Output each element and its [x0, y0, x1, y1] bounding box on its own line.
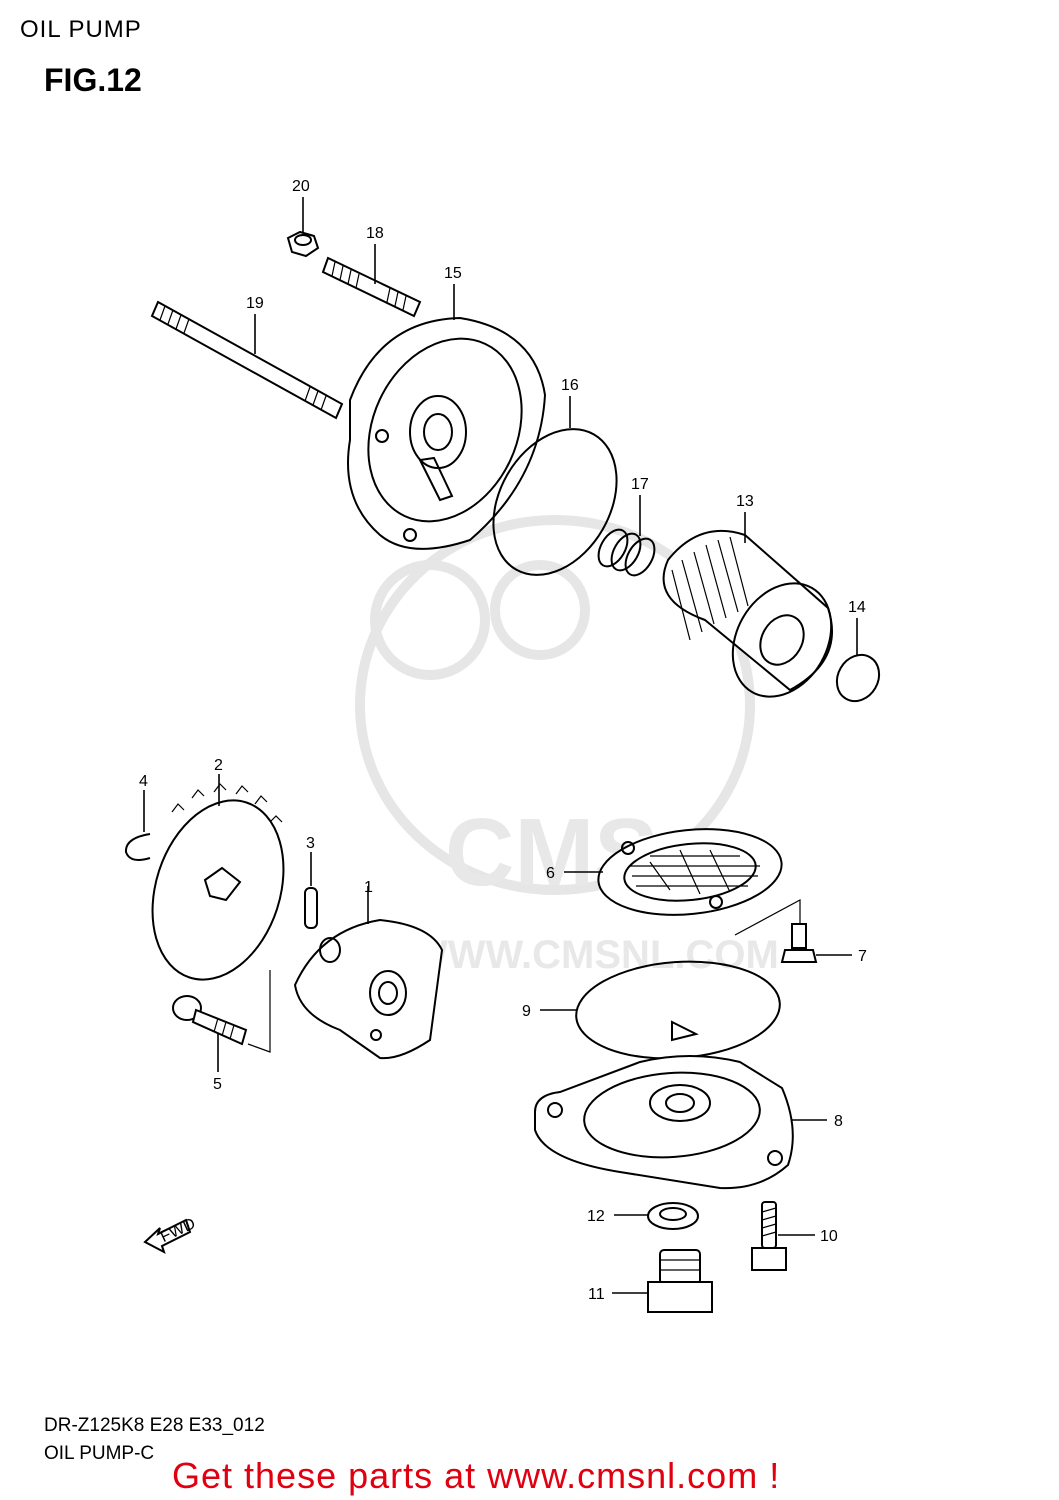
callout-11: 11 [588, 1286, 605, 1303]
part-17-spring [597, 528, 656, 577]
part-20-nut [286, 230, 320, 258]
callout-15: 15 [444, 265, 462, 282]
callout-4: 4 [139, 773, 148, 790]
callout-8: 8 [834, 1113, 843, 1130]
callout-13: 13 [736, 493, 754, 510]
diagram-name: OIL PUMP-C [44, 1443, 155, 1464]
callout-9: 9 [522, 1003, 531, 1020]
part-11-drain-plug [647, 1249, 713, 1313]
part-3-pin [304, 887, 318, 929]
callout-16: 16 [561, 377, 579, 394]
callout-17: 17 [631, 476, 649, 493]
part-10-bolt [751, 1201, 787, 1271]
callout-numbers: 1 2 3 4 5 6 7 8 9 10 11 12 13 14 15 16 1… [139, 178, 867, 1303]
leader-lines [143, 197, 858, 1294]
callout-7: 7 [858, 948, 867, 965]
callout-10: 10 [820, 1228, 838, 1245]
callout-6: 6 [546, 865, 555, 882]
fwd-label: FWD [158, 1215, 198, 1246]
part-14-o-ring-small [835, 653, 881, 703]
callout-19: 19 [246, 295, 264, 312]
part-1-oil-pump [293, 918, 444, 1060]
forward-arrow-icon: FWD [143, 1215, 198, 1255]
part-4-circlip [124, 833, 151, 861]
callout-18: 18 [366, 225, 384, 242]
callout-3: 3 [306, 835, 315, 852]
figure-number: FIG.12 [44, 62, 142, 98]
callout-5: 5 [213, 1076, 222, 1093]
part-19-long-stud [150, 300, 344, 420]
part-13-oil-filter [662, 529, 833, 698]
part-5-bolt [172, 995, 248, 1046]
part-15-cover [347, 316, 547, 550]
callout-20: 20 [292, 178, 310, 195]
model-code: DR-Z125K8 E28 E33_012 [44, 1415, 265, 1436]
part-16-o-ring [492, 428, 618, 576]
part-2-gear [151, 783, 285, 981]
part-12-washer [647, 1202, 699, 1230]
watermark-site-text: WWW.CMSNL.COM [410, 933, 779, 977]
promo-link[interactable]: Get these parts at www.cmsnl.com ! [172, 1455, 781, 1496]
callout-14: 14 [848, 599, 866, 616]
part-7-bolt [780, 923, 818, 963]
part-6-strainer [597, 828, 783, 916]
section-title: OIL PUMP [20, 16, 142, 43]
callout-2: 2 [214, 757, 223, 774]
callout-12: 12 [587, 1208, 605, 1225]
part-18-stud [321, 256, 422, 318]
part-8-cap [534, 1020, 794, 1190]
callout-1: 1 [364, 879, 373, 896]
